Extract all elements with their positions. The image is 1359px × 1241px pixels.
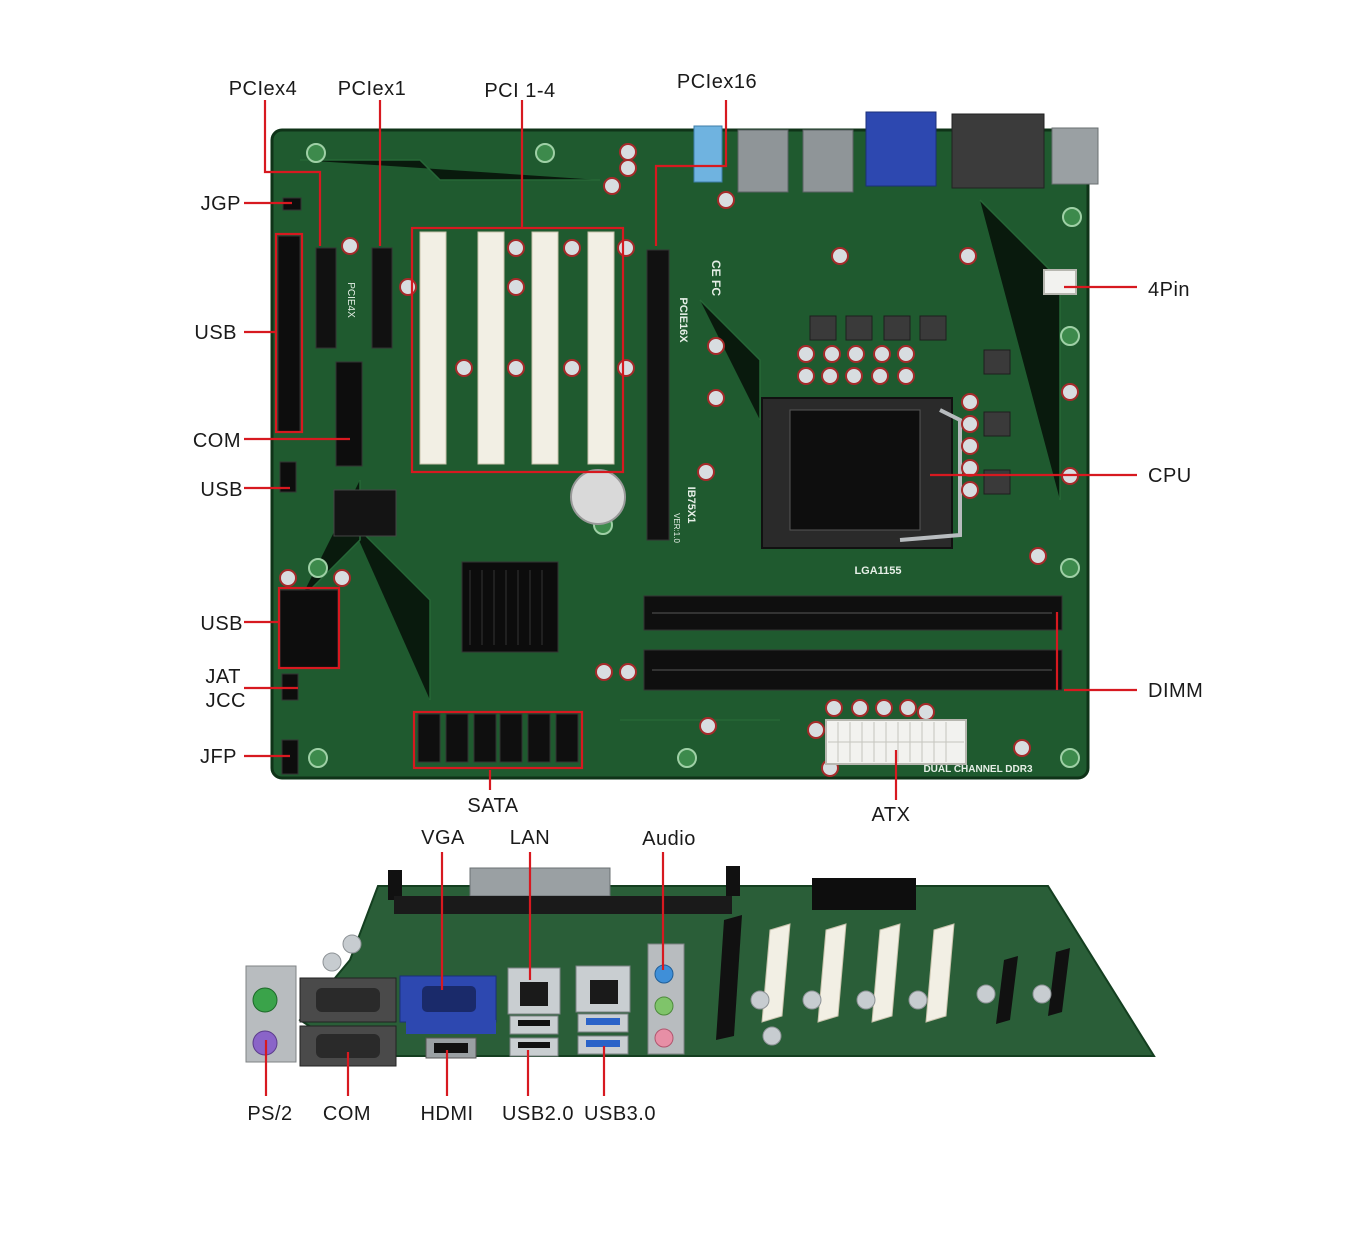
label-cpu: CPU [1148, 465, 1192, 487]
label-jcc: JCC [206, 690, 246, 712]
slots-io [761, 923, 955, 1023]
label-hdmi: HDMI [420, 1103, 473, 1125]
label-usb3: USB3.0 [584, 1103, 656, 1125]
label-lan: LAN [510, 827, 550, 849]
chipset-heatsink [461, 561, 559, 653]
dimm-io-bar [394, 896, 732, 914]
labels-bottom: VGA LAN Audio PS/2 COM HDMI USB2.0 USB3.… [247, 827, 696, 1125]
dimm-io-right [726, 866, 740, 896]
silk-model: IB75X1 [685, 487, 697, 524]
ps2-mouse-port [252, 987, 278, 1013]
label-sata: SATA [467, 795, 518, 817]
sata-ports [417, 713, 579, 763]
ps2-top [1051, 127, 1099, 185]
pcie-x4-slot [315, 247, 337, 349]
cmos-battery [570, 469, 626, 525]
label-4pin: 4Pin [1148, 279, 1190, 301]
label-pciex1: PCIex1 [338, 78, 407, 100]
usb-low-highlight-box [277, 586, 341, 670]
pci-slots [419, 231, 615, 465]
label-vga: VGA [421, 827, 465, 849]
com-port-2-inner [316, 1034, 380, 1058]
pcie-x1-slot [371, 247, 393, 349]
label-com-side: COM [193, 430, 241, 452]
board-top-view: PCIE4X PCIE16X IB75X1 VER:1.0 CE FC [270, 111, 1099, 780]
silk-socket: LGA1155 [854, 565, 901, 577]
silk-ce: CE FC [709, 260, 723, 296]
lan-port-1-inner [520, 982, 548, 1006]
pcie-x16-io [716, 915, 742, 1040]
pci-highlight-box [410, 226, 625, 474]
audio-jack-pink [654, 1028, 674, 1048]
dimm-slots [643, 595, 1063, 691]
lan-port-2-inner [590, 980, 618, 1004]
silk-pcie4x: PCIE4X [345, 282, 356, 318]
label-jfp: JFP [200, 746, 237, 768]
label-jat: JAT [205, 666, 241, 688]
cpu-socket: LGA1155 [761, 397, 962, 577]
vga-port-base [406, 1020, 496, 1034]
label-dimm: DIMM [1148, 680, 1203, 702]
vga-port-inner [422, 986, 476, 1012]
label-usb-low: USB [200, 613, 243, 635]
leader-lines-bottom [264, 852, 665, 1096]
silk-ddr: DUAL CHANNEL DDR3 [923, 764, 1033, 775]
audio-top [693, 125, 723, 183]
fourpin-connector [1043, 269, 1077, 295]
pcie-x16-slot [646, 249, 670, 541]
silk-pcie16x: PCIE16X [677, 297, 689, 343]
label-pci: PCI 1-4 [484, 80, 555, 102]
rj45-top-1 [737, 129, 789, 193]
label-usb-mid: USB [200, 479, 243, 501]
label-audio: Audio [642, 828, 696, 850]
cpu-area-io [469, 867, 611, 897]
label-usb2: USB2.0 [502, 1103, 574, 1125]
pcie-x4-io [996, 956, 1018, 1024]
audio-jack-green [654, 996, 674, 1016]
leader-lines-top [244, 100, 1137, 800]
pcie-x1-io [1048, 948, 1070, 1016]
com-port-1-inner [316, 988, 380, 1012]
dimm-io-left [388, 870, 402, 900]
label-atx: ATX [872, 804, 911, 826]
hdmi-port-inner [434, 1043, 468, 1053]
label-pciex16: PCIex16 [677, 71, 757, 93]
label-ps2: PS/2 [247, 1103, 292, 1125]
vga-top [865, 111, 937, 187]
sata-highlight-box [412, 710, 584, 770]
heatsink-io [812, 878, 916, 910]
rj45-top-2 [802, 129, 854, 193]
vrm-chokes [809, 315, 1011, 495]
superio-chip [333, 489, 397, 537]
label-pciex4: PCIex4 [229, 78, 298, 100]
board-io-view [245, 866, 1156, 1067]
label-jgp: JGP [201, 193, 241, 215]
com-top [951, 113, 1045, 189]
labels-top: PCIex4 PCIex1 PCI 1-4 PCIex16 JGP USB CO… [193, 71, 1203, 826]
lan-port-2 [575, 965, 631, 1013]
capacitors-io [322, 934, 1052, 1046]
label-com: COM [323, 1103, 371, 1125]
silk-version: VER:1.0 [672, 513, 681, 543]
label-usb-top: USB [194, 322, 237, 344]
rear-io-top [693, 111, 1099, 193]
left-headers [277, 197, 363, 775]
